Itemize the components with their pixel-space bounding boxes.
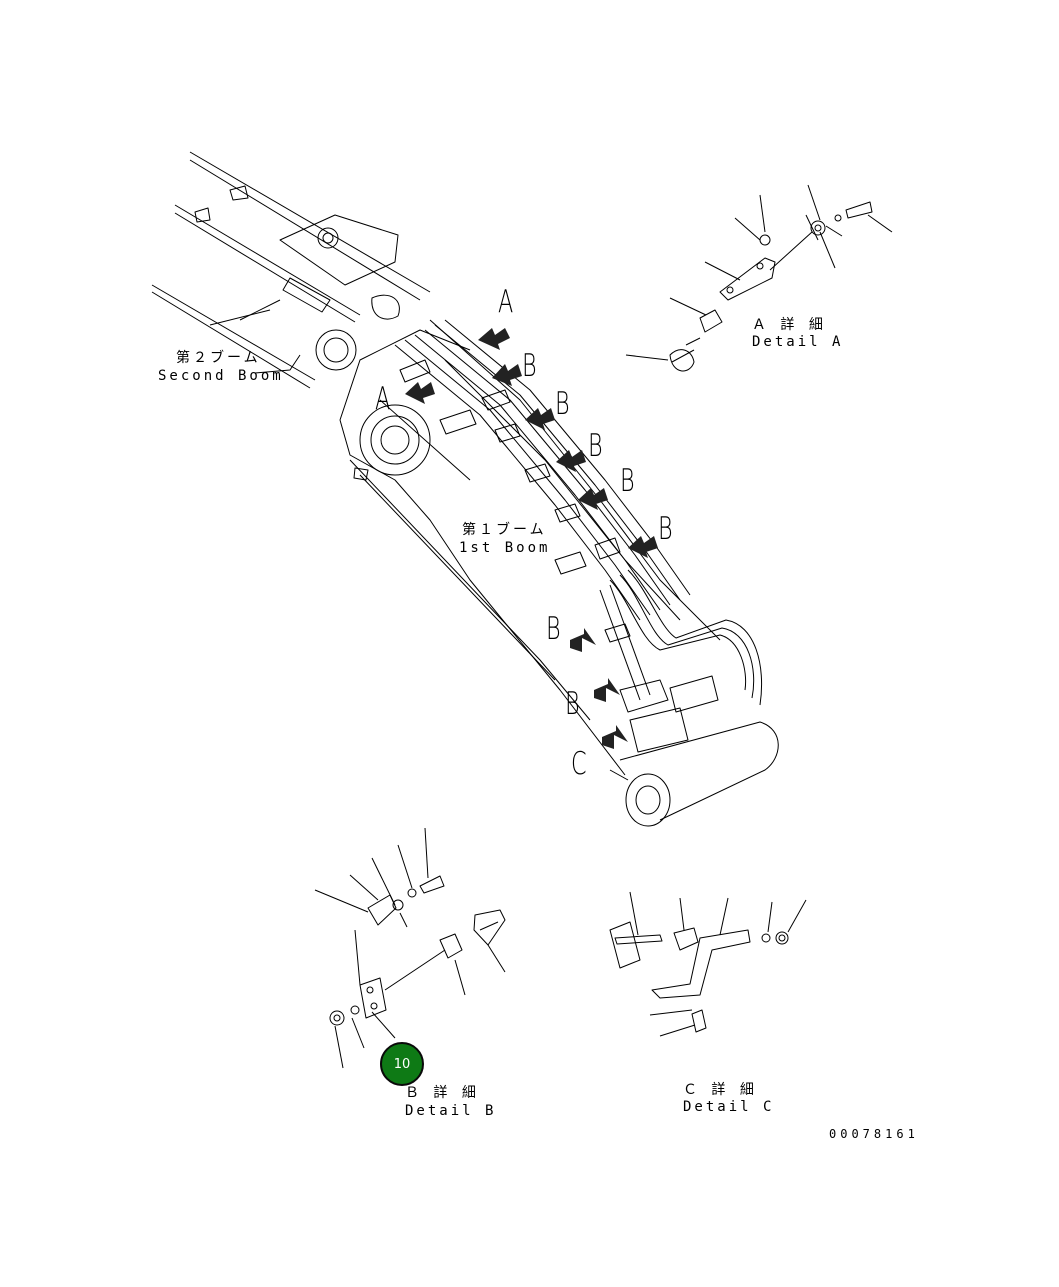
view-marker-b-2: B — [555, 386, 570, 422]
detail-c-label-jp: Ｃ 詳 細 — [683, 1082, 757, 1098]
view-marker-a-detail: A — [498, 284, 514, 320]
view-marker-b-7: B — [565, 686, 580, 722]
detail-c-label-en: Detail C — [683, 1099, 775, 1115]
view-marker-b-4: B — [620, 463, 635, 499]
second-boom-leader — [254, 354, 301, 374]
hose-bundle — [394, 319, 763, 753]
clamp-marks — [399, 359, 631, 643]
view-marker-b-6: B — [546, 611, 561, 647]
detail-a-drawing — [625, 184, 893, 372]
second-boom-label-en: Second Boom — [158, 368, 284, 384]
detail-a-label-jp: Ａ 詳 細 — [752, 317, 826, 333]
first-boom-label-en: 1st Boom — [459, 540, 551, 556]
detail-b-label-en: Detail B — [405, 1103, 497, 1119]
detail-a-label-en: Detail A — [752, 334, 844, 350]
first-boom-label-jp: 第１ブーム — [462, 522, 547, 538]
view-arrows — [405, 328, 658, 749]
view-marker-b-1: B — [522, 348, 537, 384]
view-marker-b-5: B — [658, 511, 673, 547]
second-boom-outline — [151, 151, 431, 389]
part-callout-badge[interactable]: 10 — [380, 1042, 424, 1086]
second-boom-label-jp: 第２ブーム — [176, 350, 261, 366]
detail-c-drawing — [609, 891, 807, 1037]
detail-b-label-jp: Ｂ 詳 細 — [405, 1085, 479, 1101]
view-marker-a-boom: A — [375, 381, 391, 417]
view-marker-b-3: B — [588, 428, 603, 464]
view-marker-c: C — [571, 746, 587, 782]
detail-b-drawing — [314, 827, 506, 1069]
first-boom-outline — [339, 319, 779, 827]
part-callout-number: 10 — [393, 1056, 411, 1072]
drawing-number: 00078161 — [829, 1127, 919, 1141]
